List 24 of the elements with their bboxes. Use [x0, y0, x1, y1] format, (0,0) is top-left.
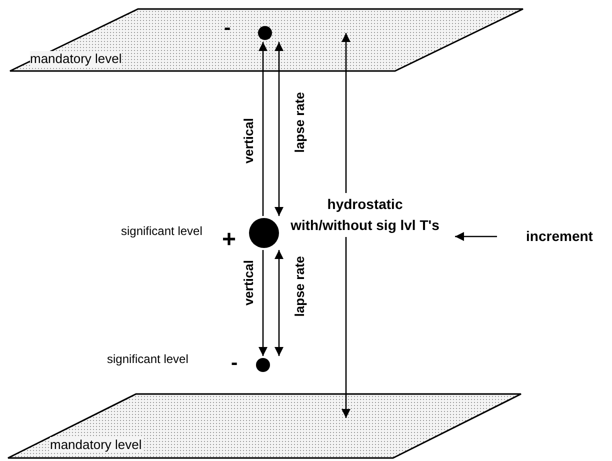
arrow: [342, 237, 350, 418]
point-marker: [249, 218, 279, 248]
plane-label: mandatory level: [30, 51, 122, 66]
edge-label: lapse rate: [292, 256, 307, 317]
level-label: significant level: [107, 352, 188, 366]
annotation-text: hydrostatic with/without sig lvl T's: [290, 195, 440, 235]
annotation-text: increment: [525, 227, 594, 246]
edge-label: vertical: [241, 260, 256, 306]
arrow: [342, 33, 350, 193]
arrow: [274, 250, 284, 356]
arrow: [455, 232, 497, 241]
level-label: significant level: [121, 224, 202, 238]
edge-label: vertical: [241, 118, 256, 164]
arrow: [258, 250, 268, 356]
sign-label: -: [231, 352, 238, 375]
arrow: [258, 42, 268, 216]
arrow: [274, 42, 284, 216]
sign-label: +: [222, 226, 236, 254]
plane-label: mandatory level: [50, 437, 142, 452]
sign-label: -: [224, 17, 231, 40]
edge-label: lapse rate: [292, 92, 307, 153]
level-plane: [8, 8, 524, 72]
point-marker: [256, 358, 270, 372]
level-plane: [6, 393, 522, 459]
